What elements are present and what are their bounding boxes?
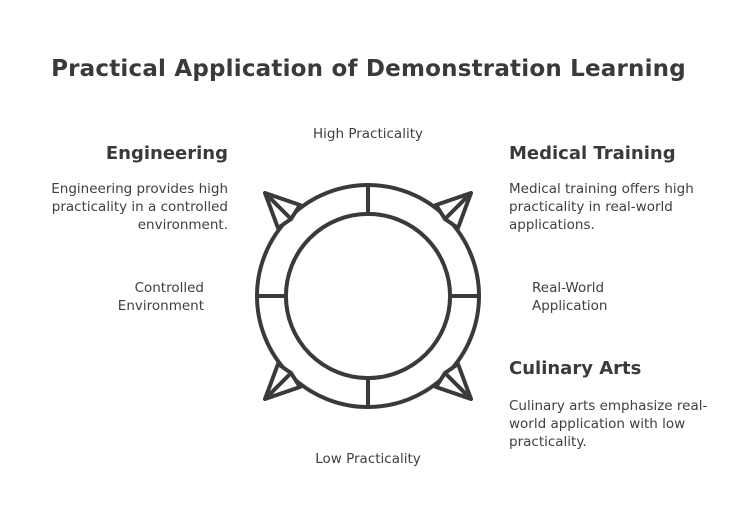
arrow-bottom-right-outer-b — [443, 362, 473, 401]
medical-training-title: Medical Training — [509, 143, 676, 164]
culinary-arts-description: Culinary arts emphasize real-world appli… — [509, 398, 708, 450]
arrow-top-left-outer-b — [263, 191, 293, 230]
arrow-bottom-left-outer-b — [263, 362, 293, 401]
medical-training-description: Medical training offers high practicalit… — [509, 181, 694, 233]
culinary-arts-title: Culinary Arts — [509, 358, 642, 379]
inner-fill — [288, 216, 448, 376]
axis-label-left: Controlled Environment — [117, 280, 204, 314]
engineering-description: Engineering provides high practicality i… — [51, 181, 228, 233]
diagram-title: Practical Application of Demonstration L… — [51, 56, 686, 82]
engineering-title: Engineering — [105, 143, 228, 164]
inner-ring-outline — [284, 212, 452, 380]
axis-label-bottom: Low Practicality — [315, 451, 421, 467]
arrow-top-right-outer-b — [443, 191, 473, 230]
axis-label-right: Real-World Application — [532, 280, 608, 314]
axis-label-top: High Practicality — [313, 126, 423, 142]
